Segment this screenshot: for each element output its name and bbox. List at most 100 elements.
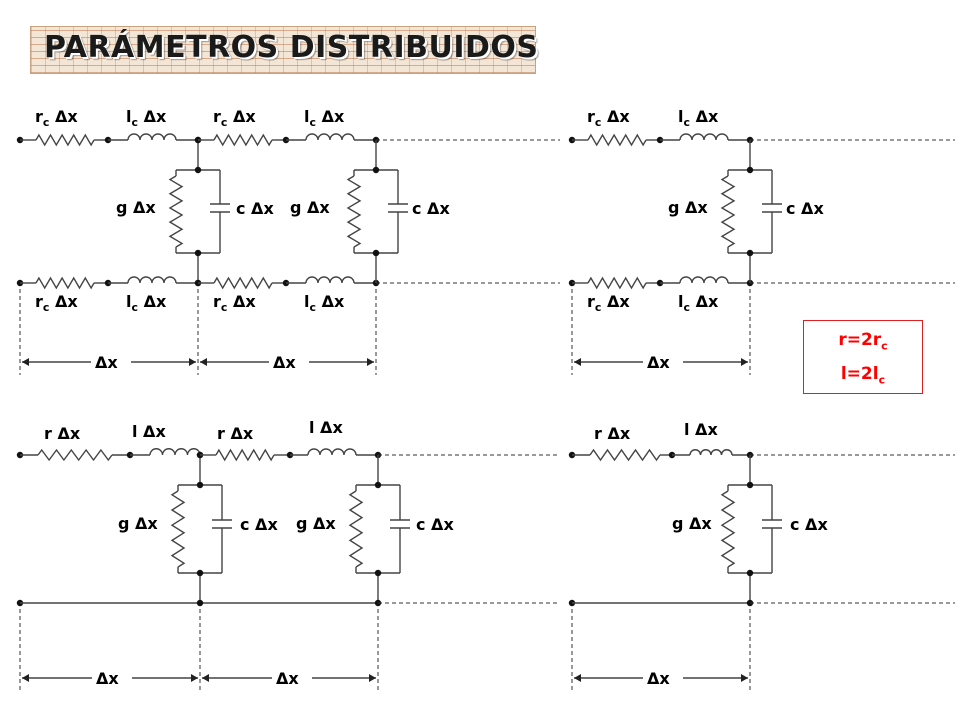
node-dot: [194, 249, 202, 257]
label-part: c Δx: [412, 199, 450, 218]
capacitance-label: c Δx: [786, 199, 824, 218]
node-dot: [746, 481, 754, 489]
node-dot: [196, 569, 204, 577]
subscript: c: [595, 116, 602, 129]
subscript: c: [221, 116, 228, 129]
node-dot: [746, 569, 754, 577]
legend-r-subscript: c: [881, 339, 888, 353]
label-part: l: [304, 292, 309, 311]
resistor: [37, 448, 113, 462]
label-part: g Δx: [296, 514, 336, 533]
label-part: l: [678, 107, 683, 126]
node-dot: [374, 481, 382, 489]
capacitance-label: c Δx: [240, 515, 278, 534]
inductor: [679, 133, 729, 141]
arrow-head: [22, 358, 29, 366]
label-part: Δx: [647, 353, 670, 372]
capacitance-label: c Δx: [412, 199, 450, 218]
label-part: Δx: [276, 669, 299, 688]
arrow-head: [574, 674, 581, 682]
node-dot: [196, 481, 204, 489]
legend-box: r=2rc l=2lc: [803, 320, 923, 394]
label-part: r Δx: [594, 424, 631, 443]
label-part: Δx: [601, 107, 630, 126]
label-part: r: [213, 292, 221, 311]
inductance-label: lc Δx: [126, 107, 167, 129]
label-part: Δx: [138, 292, 167, 311]
inductance-label: l Δx: [309, 418, 343, 437]
resistor: [587, 276, 647, 290]
inductance-label: l Δx: [132, 422, 166, 441]
node-dot: [746, 166, 754, 174]
title-banner: [30, 26, 536, 74]
label-part: c Δx: [416, 515, 454, 534]
label-part: r: [587, 292, 595, 311]
resistance-label: r Δx: [44, 424, 81, 443]
arrow-head: [191, 674, 198, 682]
subscript: c: [309, 301, 316, 314]
conductance-resistor: [348, 490, 364, 568]
label-part: c Δx: [240, 515, 278, 534]
label-part: Δx: [647, 669, 670, 688]
conductance-label: g Δx: [296, 514, 336, 533]
node-dot: [194, 166, 202, 174]
label-part: r: [35, 107, 43, 126]
subscript: c: [683, 116, 690, 129]
label-part: Δx: [601, 292, 630, 311]
subscript: c: [309, 116, 316, 129]
inductor: [679, 276, 729, 284]
inductor: [689, 449, 733, 456]
subscript: c: [221, 301, 228, 314]
label-part: Δx: [95, 353, 118, 372]
dimension-label: Δx: [647, 669, 670, 688]
label-part: Δx: [49, 107, 78, 126]
conductance-resistor: [170, 490, 186, 568]
conductance-resistor: [720, 175, 736, 248]
label-part: Δx: [316, 107, 345, 126]
conductance-label: g Δx: [118, 514, 158, 533]
label-part: Δx: [227, 107, 256, 126]
capacitance-label: c Δx: [236, 199, 274, 218]
subscript: c: [595, 301, 602, 314]
conductance-label: g Δx: [668, 198, 708, 217]
legend-r-relation: r=2rc: [804, 330, 922, 352]
arrow-head: [200, 358, 207, 366]
label-part: l Δx: [684, 420, 718, 439]
label-part: l Δx: [132, 422, 166, 441]
label-part: r: [35, 292, 43, 311]
arrow-head: [574, 358, 581, 366]
label-part: r Δx: [217, 424, 254, 443]
inductance-label: lc Δx: [678, 107, 719, 129]
capacitance-label: c Δx: [416, 515, 454, 534]
inductor: [127, 133, 177, 141]
inductor: [305, 276, 355, 284]
resistance-label: r Δx: [217, 424, 254, 443]
label-part: g Δx: [118, 514, 158, 533]
conductance-resistor: [346, 175, 362, 248]
resistor: [215, 448, 275, 462]
resistor: [213, 276, 273, 290]
dimension-label: Δx: [647, 353, 670, 372]
label-part: c Δx: [786, 199, 824, 218]
arrow-head: [22, 674, 29, 682]
subscript: c: [131, 116, 138, 129]
label-part: Δx: [273, 353, 296, 372]
arrow-head: [369, 674, 376, 682]
node-dot: [372, 166, 380, 174]
legend-l-text: l=2l: [840, 364, 879, 384]
dimension-label: Δx: [95, 353, 118, 372]
label-part: l: [678, 292, 683, 311]
page-title: PARÁMETROS DISTRIBUIDOS: [44, 30, 539, 65]
arrow-head: [367, 358, 374, 366]
label-part: c Δx: [236, 199, 274, 218]
conductance-resistor: [720, 490, 736, 568]
label-part: g Δx: [116, 198, 156, 217]
resistor: [589, 448, 661, 462]
label-part: Δx: [316, 292, 345, 311]
arrow-head: [741, 674, 748, 682]
inductor: [305, 133, 355, 141]
label-part: l Δx: [309, 418, 343, 437]
inductance-label: l Δx: [684, 420, 718, 439]
label-part: g Δx: [668, 198, 708, 217]
